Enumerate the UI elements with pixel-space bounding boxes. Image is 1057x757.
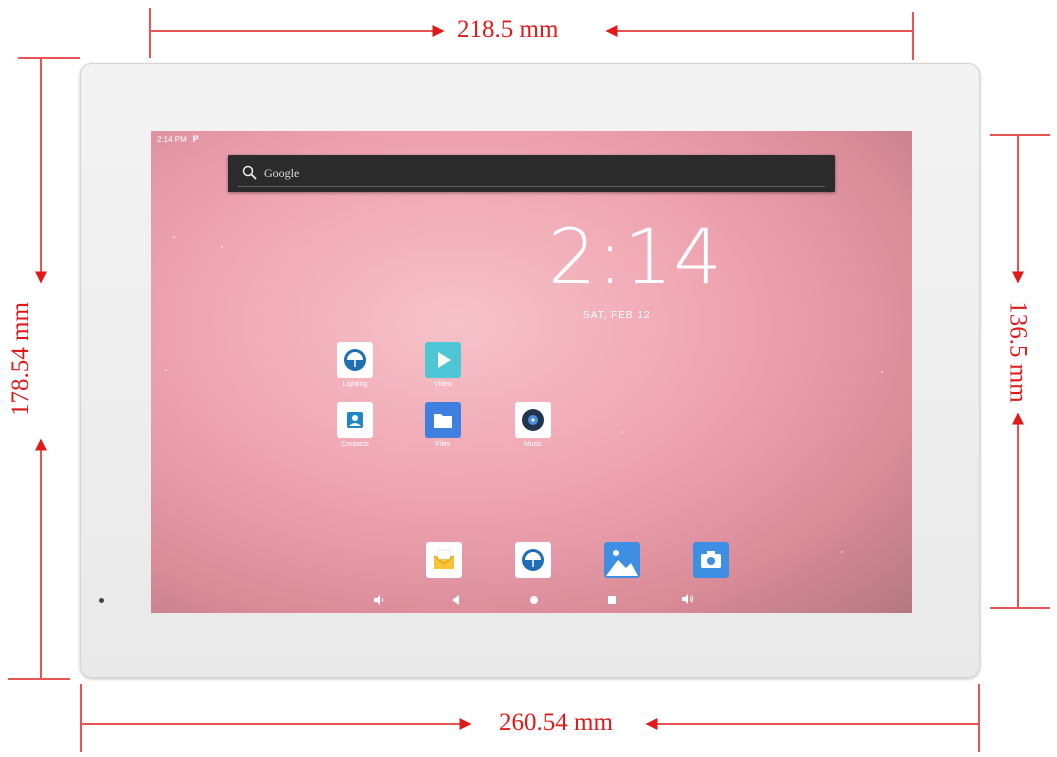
app-contacts[interactable]: Contacts bbox=[325, 402, 385, 448]
status-time: 2:14 PM bbox=[157, 135, 187, 144]
clock-time: 2:14 bbox=[548, 212, 723, 301]
gallery-icon[interactable] bbox=[604, 542, 640, 578]
home-screen: 2:14 PM P Google 2:14 SAT, FEB 12 Lightin… bbox=[151, 131, 912, 613]
back-icon[interactable] bbox=[450, 594, 462, 606]
search-bar[interactable]: Google bbox=[228, 155, 835, 192]
clock-date: SAT, FEB 12 bbox=[583, 310, 651, 321]
status-indicator: P bbox=[192, 134, 199, 144]
app-label: Contacts bbox=[341, 441, 369, 448]
recents-icon[interactable] bbox=[606, 594, 618, 606]
app-music[interactable]: Music bbox=[503, 402, 563, 448]
dimension-bottom-label: 260.54 mm bbox=[499, 709, 613, 736]
folder-icon bbox=[425, 402, 461, 438]
search-icon bbox=[242, 165, 257, 180]
volume-up-icon[interactable] bbox=[681, 593, 695, 605]
dimension-top-label: 218.5 mm bbox=[457, 16, 559, 43]
app-lighting[interactable]: Lighting bbox=[325, 342, 385, 388]
dimension-right-label: 136.5 mm bbox=[1004, 301, 1032, 403]
app-label: Video bbox=[434, 381, 452, 388]
app-files[interactable]: Files bbox=[413, 402, 473, 448]
dimension-left-label: 178.54 mm bbox=[6, 302, 34, 416]
music-disc-icon bbox=[515, 402, 551, 438]
camera-sensor-icon bbox=[99, 598, 104, 603]
volume-down-icon[interactable] bbox=[373, 594, 385, 606]
app-label: Lighting bbox=[342, 381, 368, 388]
camera-icon[interactable] bbox=[693, 542, 729, 578]
search-label: Google bbox=[264, 166, 300, 180]
umbrella-icon bbox=[337, 342, 373, 378]
app-video[interactable]: Video bbox=[413, 342, 473, 388]
email-icon[interactable] bbox=[426, 542, 462, 578]
app-label: Files bbox=[435, 441, 451, 448]
status-bar: 2:14 PM P bbox=[157, 134, 199, 144]
contacts-icon bbox=[337, 402, 373, 438]
umbrella-icon[interactable] bbox=[515, 542, 551, 578]
play-icon bbox=[425, 342, 461, 378]
home-icon[interactable] bbox=[528, 594, 540, 606]
app-label: Music bbox=[523, 441, 543, 448]
